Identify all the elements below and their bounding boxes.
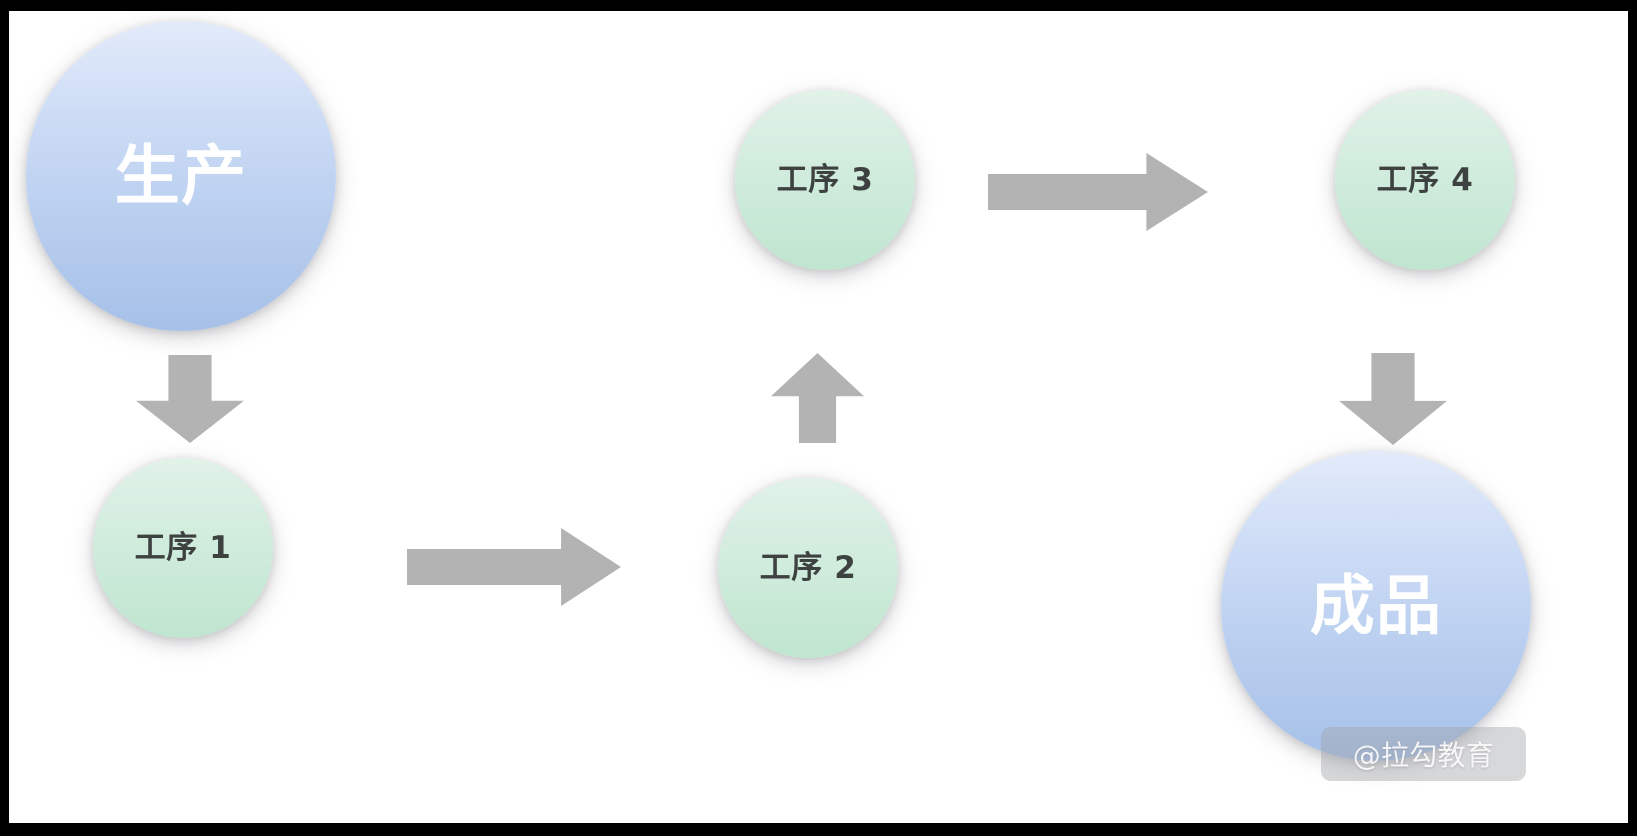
arrow-up-step2-to-step3-icon	[771, 353, 864, 443]
node-finished-label: 成品	[1309, 568, 1443, 644]
diagram-canvas: 生产 工序 1 工序 2 工序 3 工序 4 成品	[9, 11, 1628, 823]
node-step2-label: 工序 2	[759, 549, 857, 586]
node-step2[interactable]: 工序 2	[718, 478, 898, 658]
arrow-down-step4-to-finished-icon	[1339, 353, 1447, 445]
node-production[interactable]: 生产	[26, 21, 336, 331]
arrow-right-step1-to-step2-icon	[407, 528, 621, 606]
node-step3[interactable]: 工序 3	[735, 90, 915, 270]
watermark-badge: @拉勾教育	[1321, 727, 1526, 781]
node-step1-label: 工序 1	[134, 529, 232, 566]
watermark-text: @拉勾教育	[1352, 739, 1495, 772]
arrow-right-step3-to-step4-icon	[988, 153, 1208, 231]
node-production-label: 生产	[114, 138, 248, 214]
node-step4[interactable]: 工序 4	[1335, 90, 1515, 270]
node-step1[interactable]: 工序 1	[93, 458, 273, 638]
node-step4-label: 工序 4	[1376, 161, 1474, 198]
arrow-down-production-to-step1-icon	[136, 355, 244, 443]
node-step3-label: 工序 3	[776, 161, 874, 198]
node-finished[interactable]: 成品	[1221, 451, 1531, 761]
